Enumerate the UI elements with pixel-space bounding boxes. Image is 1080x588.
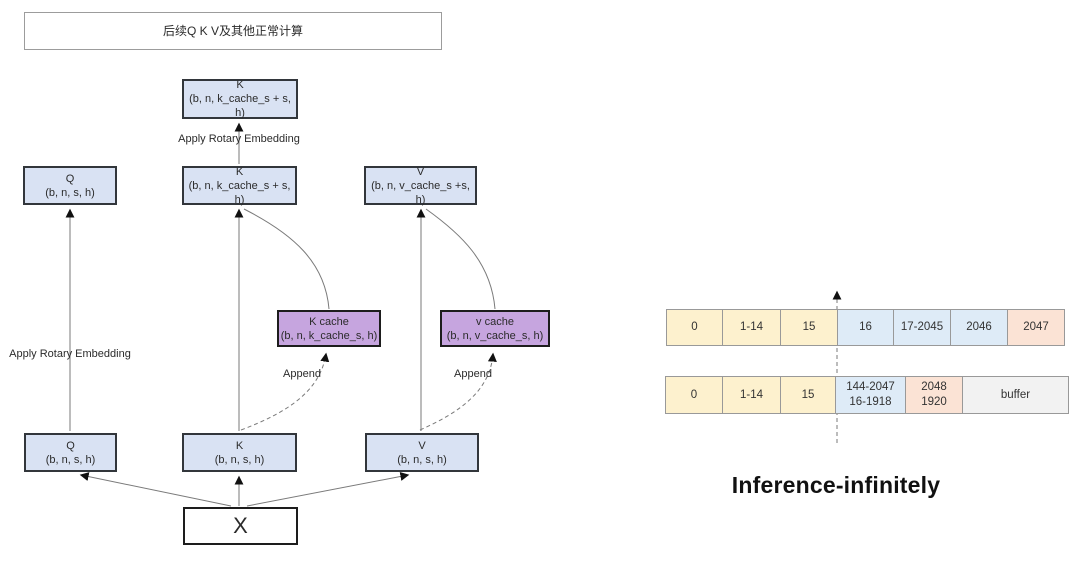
memory-cell: 1-14 (723, 377, 781, 413)
memory-cell: buffer (963, 377, 1068, 413)
q-mid-name: Q (65, 172, 75, 185)
x-input-label: X (233, 513, 248, 538)
append-arrow-k (240, 352, 330, 431)
k-cache-shape: (b, n, k_cache_s, h) (280, 329, 378, 342)
v-bottom-name: V (418, 439, 426, 452)
memory-cell: 16 (838, 310, 894, 345)
append-label-k: Append (283, 368, 321, 380)
q-mid-shape: (b, n, s, h) (45, 186, 95, 199)
memory-cell: 15 (781, 310, 838, 345)
memory-cell: 0 (666, 377, 723, 413)
v-mid-name: V (416, 165, 425, 178)
q-mid-box: Q (b, n, s, h) (23, 166, 117, 205)
v-mid-shape: (b, n, v_cache_s +s, h) (371, 179, 470, 206)
q-bottom-name: Q (66, 439, 75, 452)
k-cache-name: K cache (309, 315, 349, 328)
apply-rotary-embedding-label-top: Apply Rotary Embedding (178, 133, 300, 145)
x-input-box: X (183, 507, 298, 545)
k-mid-box: K (b, n, k_cache_s + s, h) (182, 165, 297, 206)
k-bottom-name: K (235, 439, 244, 452)
arrow-x-to-qbottom (79, 472, 232, 507)
k-mid-shape: (b, n, k_cache_s + s, h) (188, 179, 291, 206)
k-cache-box: K cache (b, n, k_cache_s, h) (277, 310, 381, 347)
v-mid-box: V (b, n, v_cache_s +s, h) (364, 165, 477, 206)
inference-infinitely-caption: Inference-infinitely (731, 472, 941, 498)
v-cache-shape: (b, n, v_cache_s, h) (446, 329, 544, 342)
append-label-v: Append (454, 368, 492, 380)
v-cache-name: v cache (476, 315, 514, 328)
memory-cell: 144-2047 16-1918 (836, 377, 906, 413)
k-bottom-box: K (b, n, s, h) (182, 433, 297, 472)
curve-kcache-to-kmid (243, 208, 330, 310)
arrow-x-to-vbottom (246, 472, 410, 507)
k-top-box: K (b, n, k_cache_s + s, h) (182, 79, 298, 119)
v-bottom-shape: (b, n, s, h) (397, 453, 447, 466)
curve-vcache-to-vmid (425, 208, 496, 310)
memory-cell: 2046 (951, 310, 1008, 345)
memory-cell: 15 (781, 377, 836, 413)
k-top-shape: (b, n, k_cache_s + s, h) (189, 93, 291, 119)
q-bottom-shape: (b, n, s, h) (45, 453, 96, 466)
memory-cell: 1-14 (723, 310, 781, 345)
apply-rotary-embedding-label-left: Apply Rotary Embedding (9, 348, 131, 360)
q-bottom-box: Q (b, n, s, h) (24, 433, 117, 472)
k-mid-name: K (235, 165, 244, 178)
memory-cell: 2048 1920 (906, 377, 963, 413)
memory-cell: 2047 (1008, 310, 1064, 345)
v-bottom-box: V (b, n, s, h) (365, 433, 479, 472)
k-top-name: K (236, 79, 244, 91)
append-arrow-v (419, 352, 497, 431)
post-qkv-compute-label: 后续Q K V及其他正常计算 (162, 24, 303, 38)
memory-cell: 0 (667, 310, 723, 345)
k-bottom-shape: (b, n, s, h) (214, 453, 265, 466)
v-cache-box: v cache (b, n, v_cache_s, h) (440, 310, 550, 347)
memory-cell: 17-2045 (894, 310, 951, 345)
post-qkv-compute-box: 后续Q K V及其他正常计算 (24, 12, 442, 50)
